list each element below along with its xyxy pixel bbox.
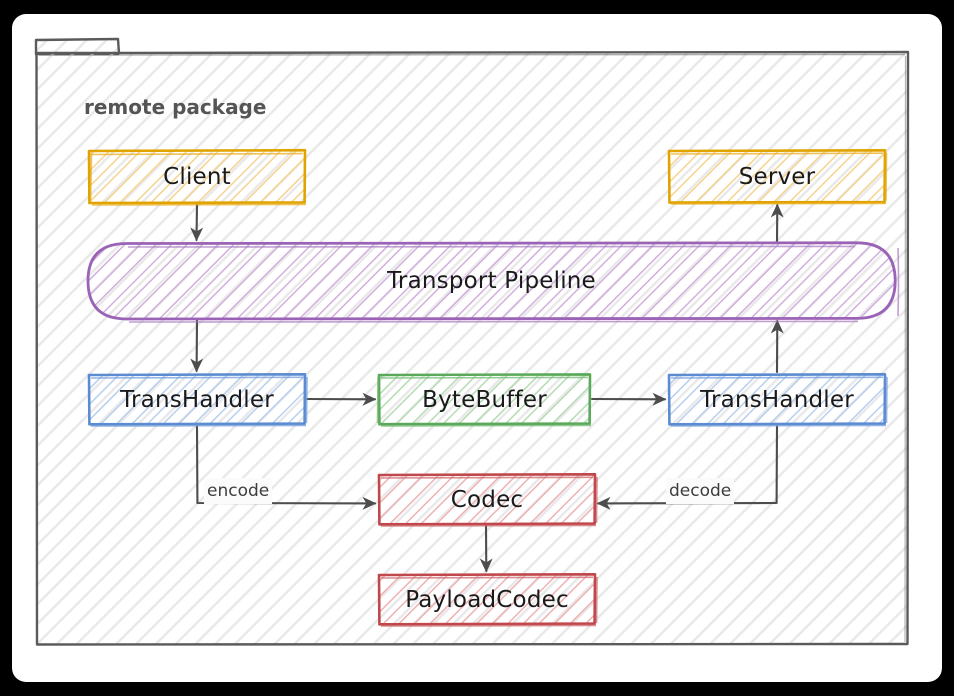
node-bytebuffer[interactable] [376,373,592,427]
edge-client-to-pipeline [190,202,204,242]
node-transhandler-right[interactable] [667,373,888,427]
node-transport-pipeline[interactable] [86,241,900,323]
diagram-svg [34,37,910,646]
edge-encode [195,424,377,510]
node-transhandler-left[interactable] [87,373,308,427]
node-payloadcodec[interactable] [377,573,598,627]
node-server[interactable] [667,149,888,205]
edge-decode [596,424,779,510]
diagram-canvas: remote package Client Server Transport P… [12,14,942,682]
node-client[interactable] [87,148,307,206]
node-codec[interactable] [377,473,598,527]
